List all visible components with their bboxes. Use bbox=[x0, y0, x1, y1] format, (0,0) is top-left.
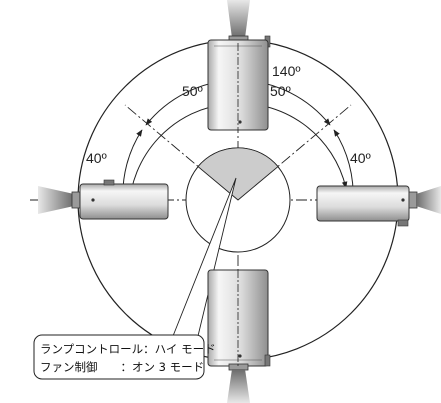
angle-label-50-left: 50º bbox=[182, 83, 203, 99]
projector-top-lens-up bbox=[207, 0, 271, 131]
callout-line-lamp-control: ランプコントロール：ハイ モード bbox=[40, 342, 216, 356]
angle-label-40-left: 40º bbox=[86, 150, 107, 166]
beam-down bbox=[227, 369, 250, 403]
projector-right-lens-right bbox=[316, 185, 441, 227]
angle-label-50-right: 50º bbox=[270, 83, 291, 99]
angle-label-40-right: 40º bbox=[350, 150, 371, 166]
beam-left bbox=[38, 186, 74, 214]
angle-label-140: 140º bbox=[272, 63, 300, 79]
callout-line-fan-control: ファン制御 ：オン 3 モード bbox=[40, 360, 205, 374]
projector-left-lens-left bbox=[38, 179, 169, 220]
beam-up bbox=[227, 0, 250, 38]
allowed-angle-sector bbox=[197, 147, 279, 201]
beam-right bbox=[416, 186, 441, 214]
callout-box bbox=[33, 334, 205, 380]
projector-bottom-lens-down bbox=[207, 269, 271, 403]
